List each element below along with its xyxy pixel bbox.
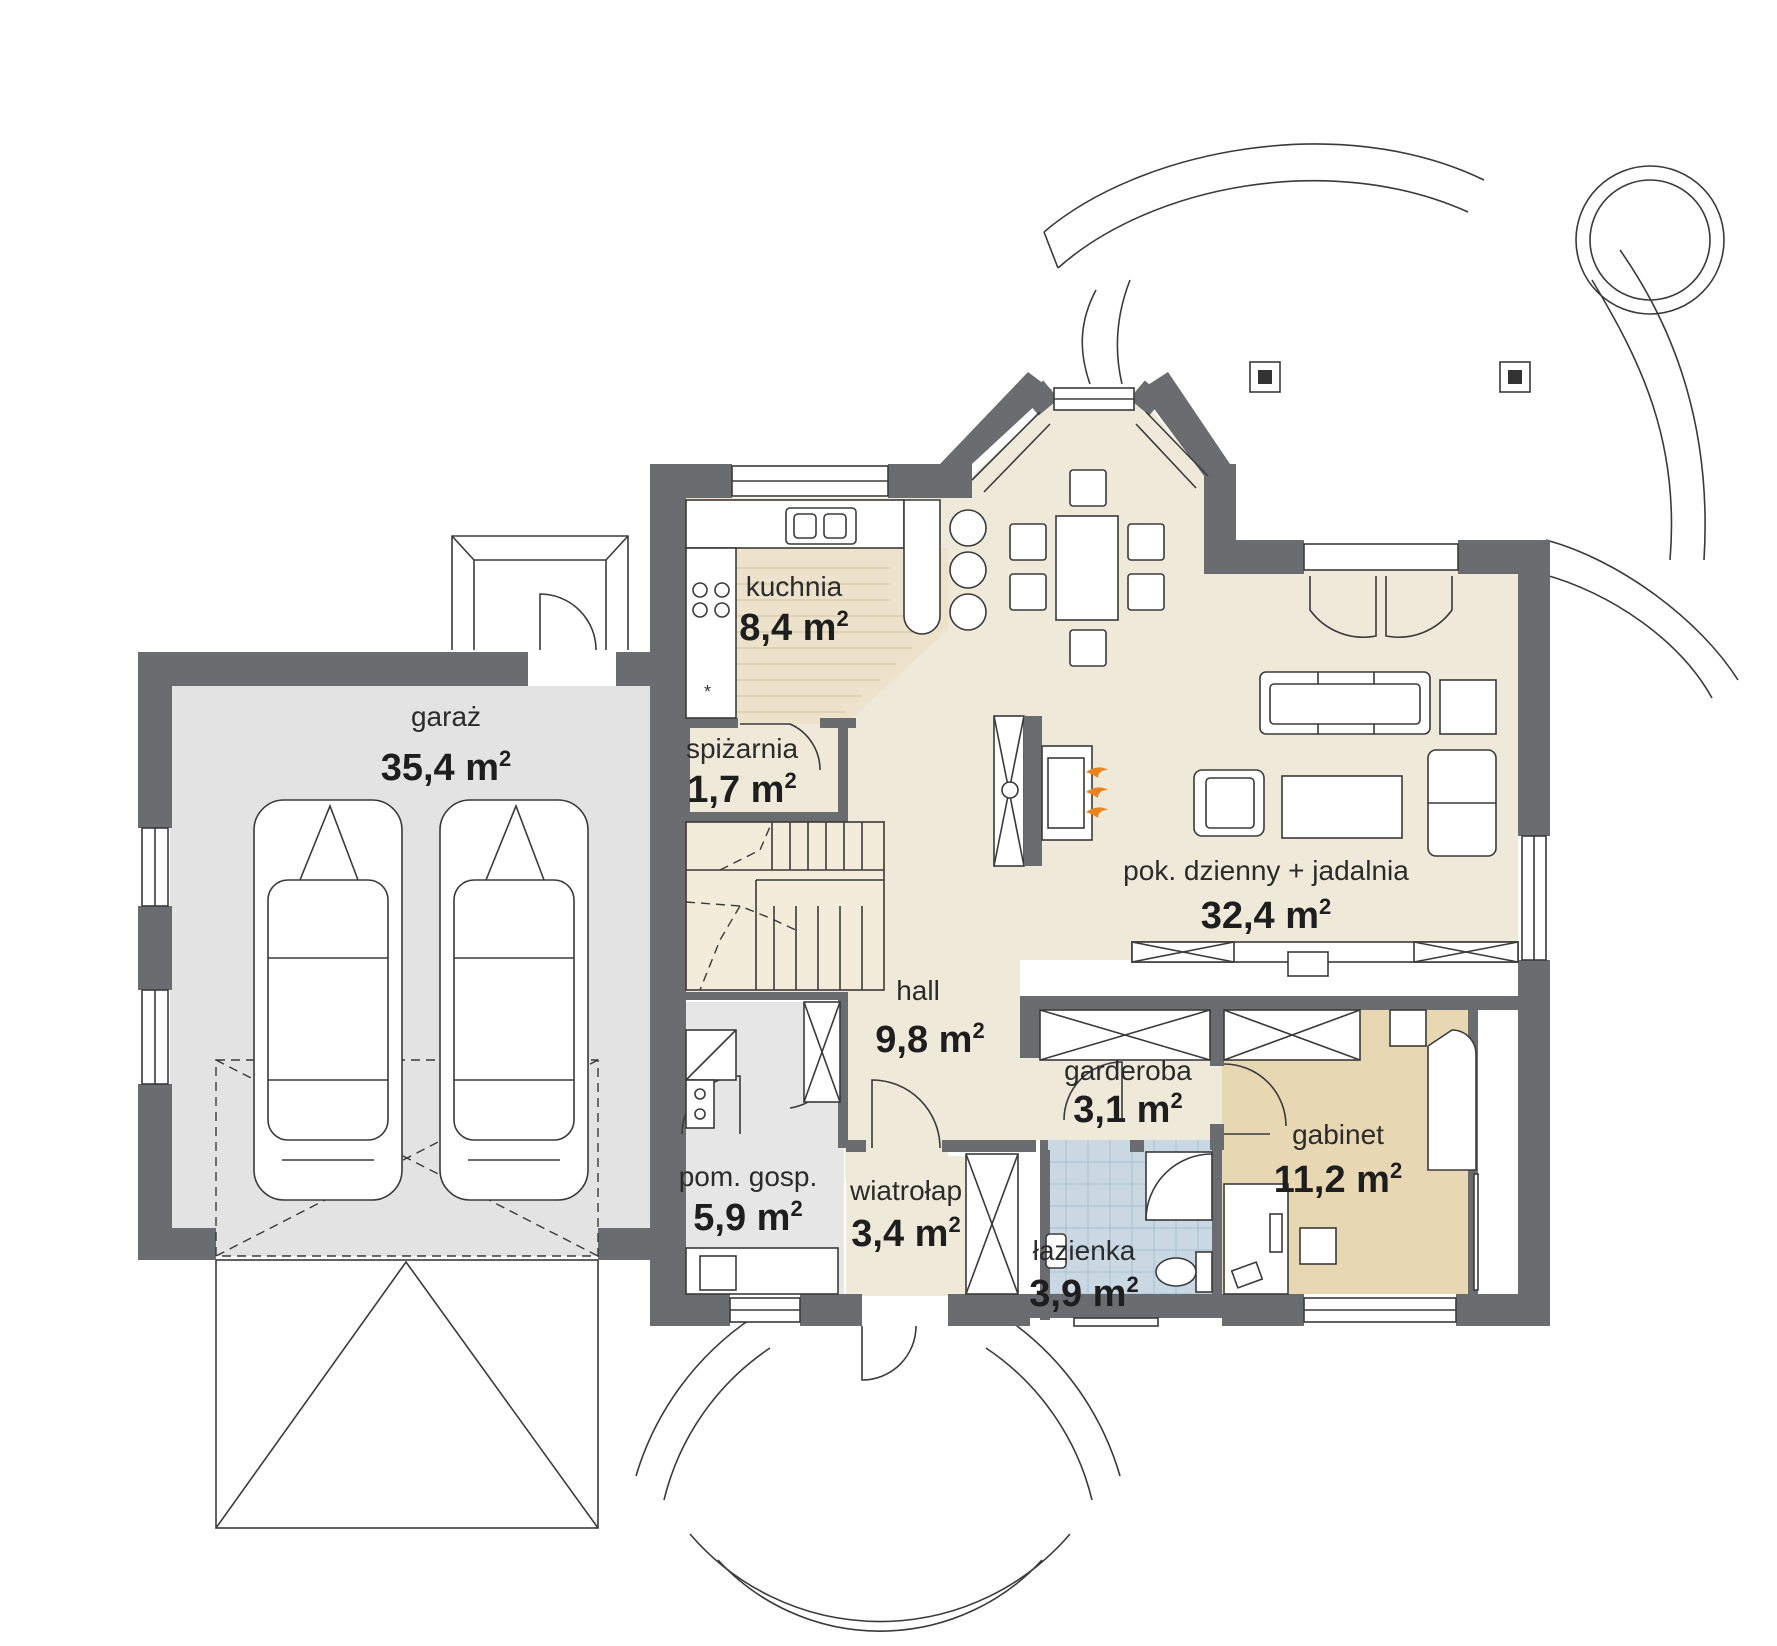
wardrobe-area: 3,1 m2: [1073, 1088, 1182, 1131]
study-area: 11,2 m2: [1274, 1158, 1402, 1201]
kitchen-name: kuchnia: [746, 571, 843, 602]
windows: [141, 387, 1547, 1327]
doors: [215, 576, 1453, 1381]
fireplace-flame-icon: [1086, 767, 1108, 818]
room-labels: garaż 35,4 m2 kuchnia 8,4 m2 spiżarnia 1…: [381, 571, 1410, 1315]
svg-text:*: *: [704, 682, 711, 702]
study-name: gabinet: [1292, 1119, 1384, 1150]
kitchen-area: 8,4 m2: [739, 606, 848, 649]
vestibule-floor: [846, 1156, 966, 1296]
garage-area: 35,4 m2: [381, 746, 512, 789]
hall-area: 9,8 m2: [875, 1018, 984, 1061]
porch-arc: [635, 1317, 753, 1477]
vestibule-name: wiatrołap: [849, 1175, 962, 1206]
garage-name: garaż: [411, 701, 481, 732]
vestibule-area: 3,4 m2: [851, 1212, 960, 1255]
driveway: [215, 1259, 599, 1529]
walls: [138, 372, 1550, 1326]
hall-name: hall: [896, 975, 940, 1006]
outdoor-elements: [215, 143, 1739, 1632]
kitchen-boards: [736, 567, 920, 713]
kitchen-floor: [686, 498, 948, 724]
garden-path: [1043, 143, 1485, 233]
car-right-icon: [439, 799, 589, 1201]
garden-round: [1575, 165, 1725, 315]
living-name: pok. dzienny + jadalnia: [1123, 855, 1409, 886]
bathroom-name: łazienka: [1033, 1235, 1136, 1266]
car-left-icon: [253, 799, 403, 1201]
furniture: *: [685, 469, 1519, 1295]
utility-area: 5,9 m2: [693, 1196, 802, 1239]
living-area: 32,4 m2: [1201, 894, 1332, 937]
bathroom-area: 3,9 m2: [1029, 1272, 1138, 1315]
wardrobe-name: garderoba: [1064, 1055, 1192, 1086]
utility-name: pom. gosp.: [679, 1161, 818, 1192]
pantry-area: 1,7 m2: [687, 768, 796, 811]
pantry-name: spiżarnia: [686, 733, 798, 764]
staircase: [685, 821, 885, 991]
back-canopy: [451, 535, 629, 650]
stairs-floor: [686, 822, 886, 990]
